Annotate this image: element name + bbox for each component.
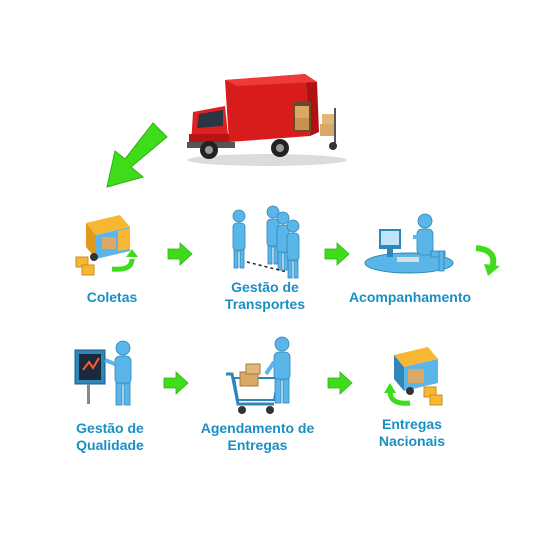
computer-operator-icon xyxy=(364,213,454,274)
label-line: Gestão de xyxy=(76,420,144,436)
arrow-down-left-icon xyxy=(106,122,168,188)
curved-arrow-icon xyxy=(475,245,500,276)
arrow-right-icon xyxy=(167,242,193,266)
arrow-right-icon xyxy=(327,371,353,395)
label-line: Gestão de xyxy=(231,279,299,295)
team-people-icon xyxy=(232,205,300,279)
label-coletas: Coletas xyxy=(62,289,162,306)
delivery-truck-icon xyxy=(75,215,138,276)
delivery-truck-boxes-icon xyxy=(384,347,443,406)
label-agendamento-entregas: Agendamento de Entregas xyxy=(190,420,325,454)
label-line: Entregas xyxy=(382,416,442,432)
red-truck-illustration xyxy=(187,74,347,166)
label-line: Coletas xyxy=(86,289,138,305)
label-entregas-nacionais: Entregas Nacionais xyxy=(362,416,462,450)
label-line: Nacionais xyxy=(378,433,446,449)
quality-presentation-icon xyxy=(74,340,132,406)
label-gestao-transportes: Gestão de Transportes xyxy=(205,279,325,313)
label-gestao-qualidade: Gestão de Qualidade xyxy=(55,420,165,454)
arrow-right-icon xyxy=(163,371,189,395)
label-line: Agendamento de xyxy=(200,420,315,436)
shopping-cart-person-icon xyxy=(226,336,291,414)
label-line: Acompanhamento xyxy=(348,289,472,305)
label-line: Transportes xyxy=(224,296,306,312)
label-line: Entregas xyxy=(227,437,288,453)
arrow-right-icon xyxy=(324,242,350,266)
label-acompanhamento: Acompanhamento xyxy=(335,289,485,306)
label-line: Qualidade xyxy=(76,437,144,453)
